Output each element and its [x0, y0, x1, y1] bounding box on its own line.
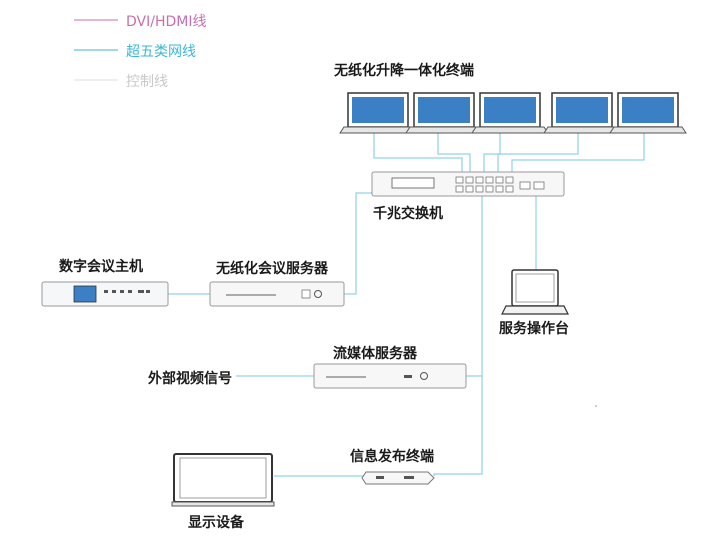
legend-label-control: 控制线	[126, 74, 168, 90]
publisher-device	[361, 471, 435, 485]
label-switch: 千兆交换机	[373, 206, 443, 222]
laptop-terminal	[543, 92, 621, 134]
legend-label-dvi: DVI/HDMI线	[126, 14, 207, 30]
laptop-terminal	[471, 92, 549, 134]
switch-device	[371, 171, 565, 197]
console-laptop	[501, 269, 569, 315]
label-publisher: 信息发布终端	[350, 449, 434, 465]
label-host: 数字会议主机	[59, 259, 143, 275]
laptop-terminal	[405, 92, 483, 134]
label-media-server: 流媒体服务器	[333, 346, 417, 362]
legend-label-cat5: 超五类网线	[126, 44, 196, 60]
display-device	[171, 453, 275, 507]
laptop-terminal	[339, 92, 417, 134]
label-terminals: 无纸化升降一体化终端	[334, 63, 474, 79]
network-lines	[168, 130, 645, 477]
terminal-laptops	[339, 92, 687, 134]
laptop-terminal	[609, 92, 687, 134]
conference-server-device	[209, 281, 345, 307]
label-video-in: 外部视频信号	[148, 371, 232, 387]
label-display: 显示设备	[188, 515, 244, 531]
host-device	[41, 281, 169, 307]
label-console: 服务操作台	[499, 321, 569, 337]
label-conference-server: 无纸化会议服务器	[216, 261, 328, 277]
media-server-device	[313, 363, 467, 389]
decoration-dot	[595, 405, 597, 407]
